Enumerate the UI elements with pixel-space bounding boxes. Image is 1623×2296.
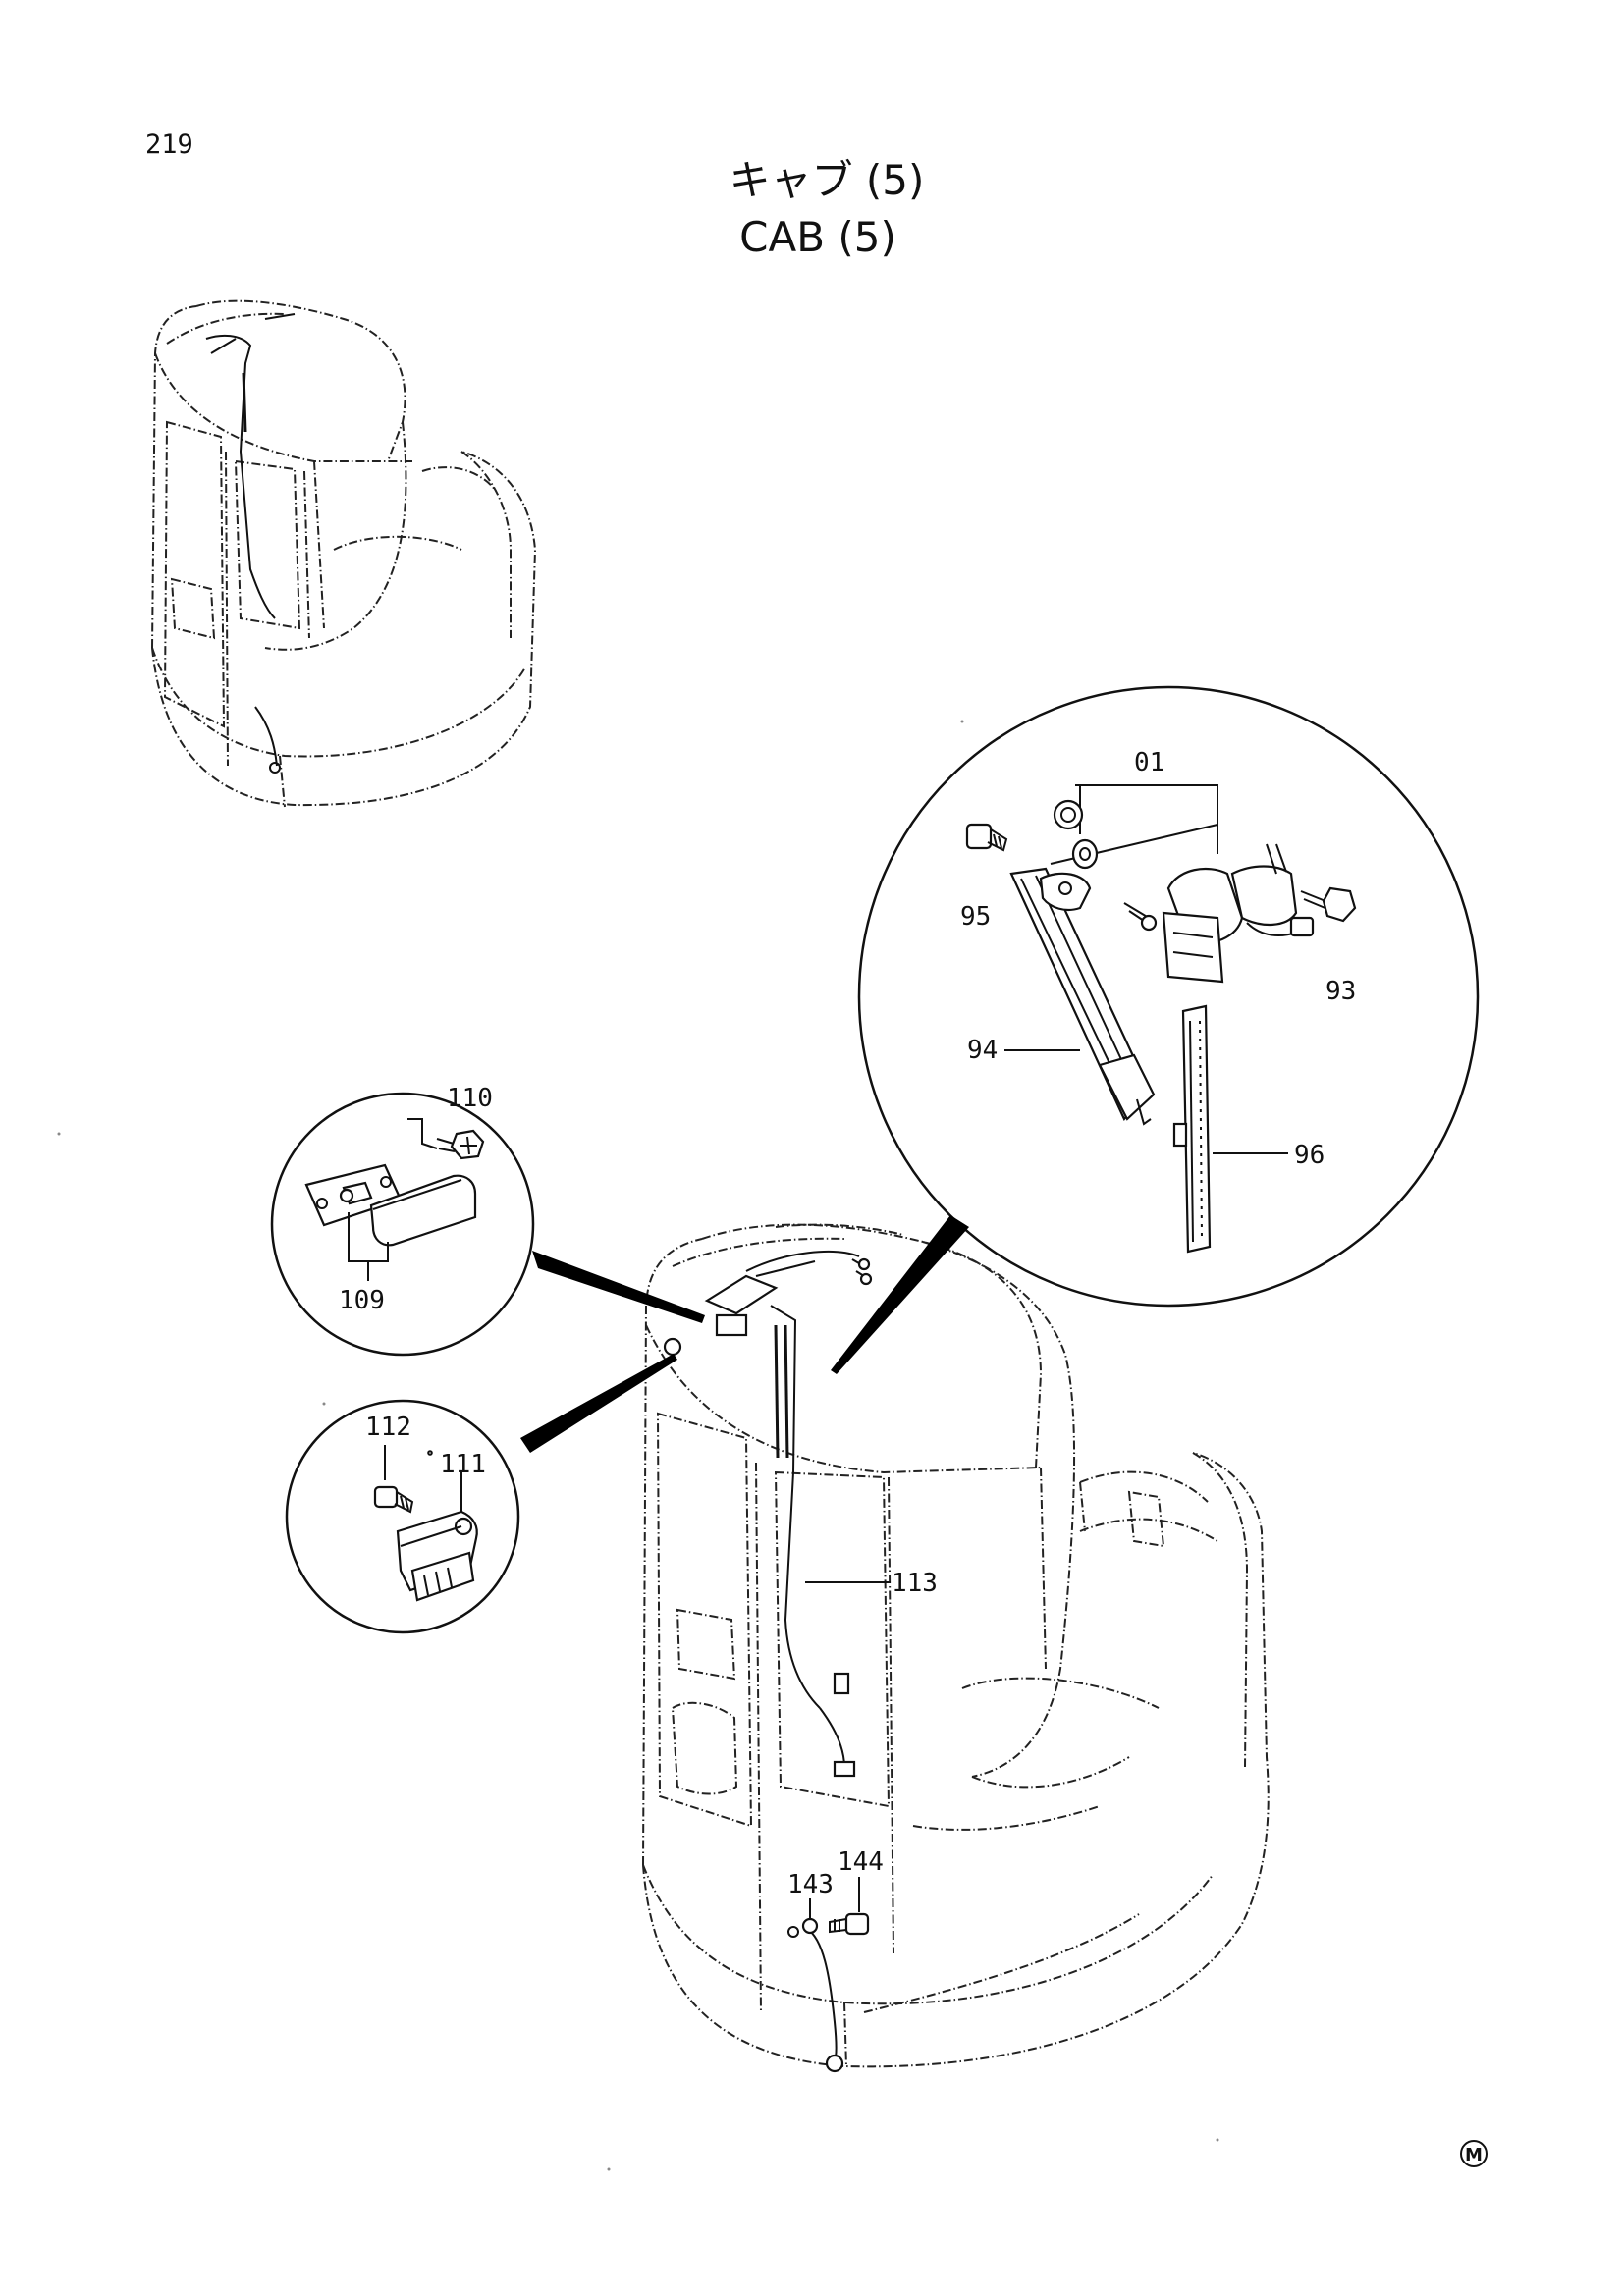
callout-95: 95 bbox=[960, 902, 991, 932]
pointer-wiper-detail bbox=[831, 1215, 969, 1374]
detail-room-lamp: 109 110 bbox=[270, 1084, 535, 1357]
title-english: CAB (5) bbox=[739, 213, 896, 261]
pointer-lamp-detail bbox=[532, 1251, 705, 1323]
pointer-switch-detail bbox=[520, 1354, 677, 1453]
detail-switch: 111 112 bbox=[285, 1399, 520, 1634]
callout-110: 110 bbox=[447, 1084, 493, 1113]
title-japanese: キャブ (5) bbox=[730, 156, 925, 204]
callout-143: 143 bbox=[787, 1870, 834, 1899]
callout-96: 96 bbox=[1294, 1141, 1325, 1170]
callout-111: 111 bbox=[440, 1450, 486, 1479]
callout-112: 112 bbox=[365, 1413, 411, 1442]
trademark-letter: M bbox=[1465, 2145, 1483, 2165]
callout-94: 94 bbox=[967, 1036, 998, 1065]
main-cab-illustration bbox=[642, 1223, 1270, 2073]
callout-01: 01 bbox=[1134, 748, 1164, 777]
page-number: 219 bbox=[145, 130, 193, 160]
detail-wiper-motor: 01 93 94 95 96 bbox=[857, 685, 1480, 1308]
callout-109: 109 bbox=[339, 1286, 385, 1315]
trademark-mark: M bbox=[1460, 2140, 1488, 2167]
detail-circle-wiper bbox=[857, 685, 1480, 1308]
callout-113: 113 bbox=[892, 1569, 938, 1598]
bolt-144 bbox=[829, 1912, 870, 1936]
callout-144: 144 bbox=[838, 1847, 884, 1877]
overview-cab-illustration bbox=[151, 299, 537, 808]
callout-93: 93 bbox=[1325, 977, 1356, 1006]
